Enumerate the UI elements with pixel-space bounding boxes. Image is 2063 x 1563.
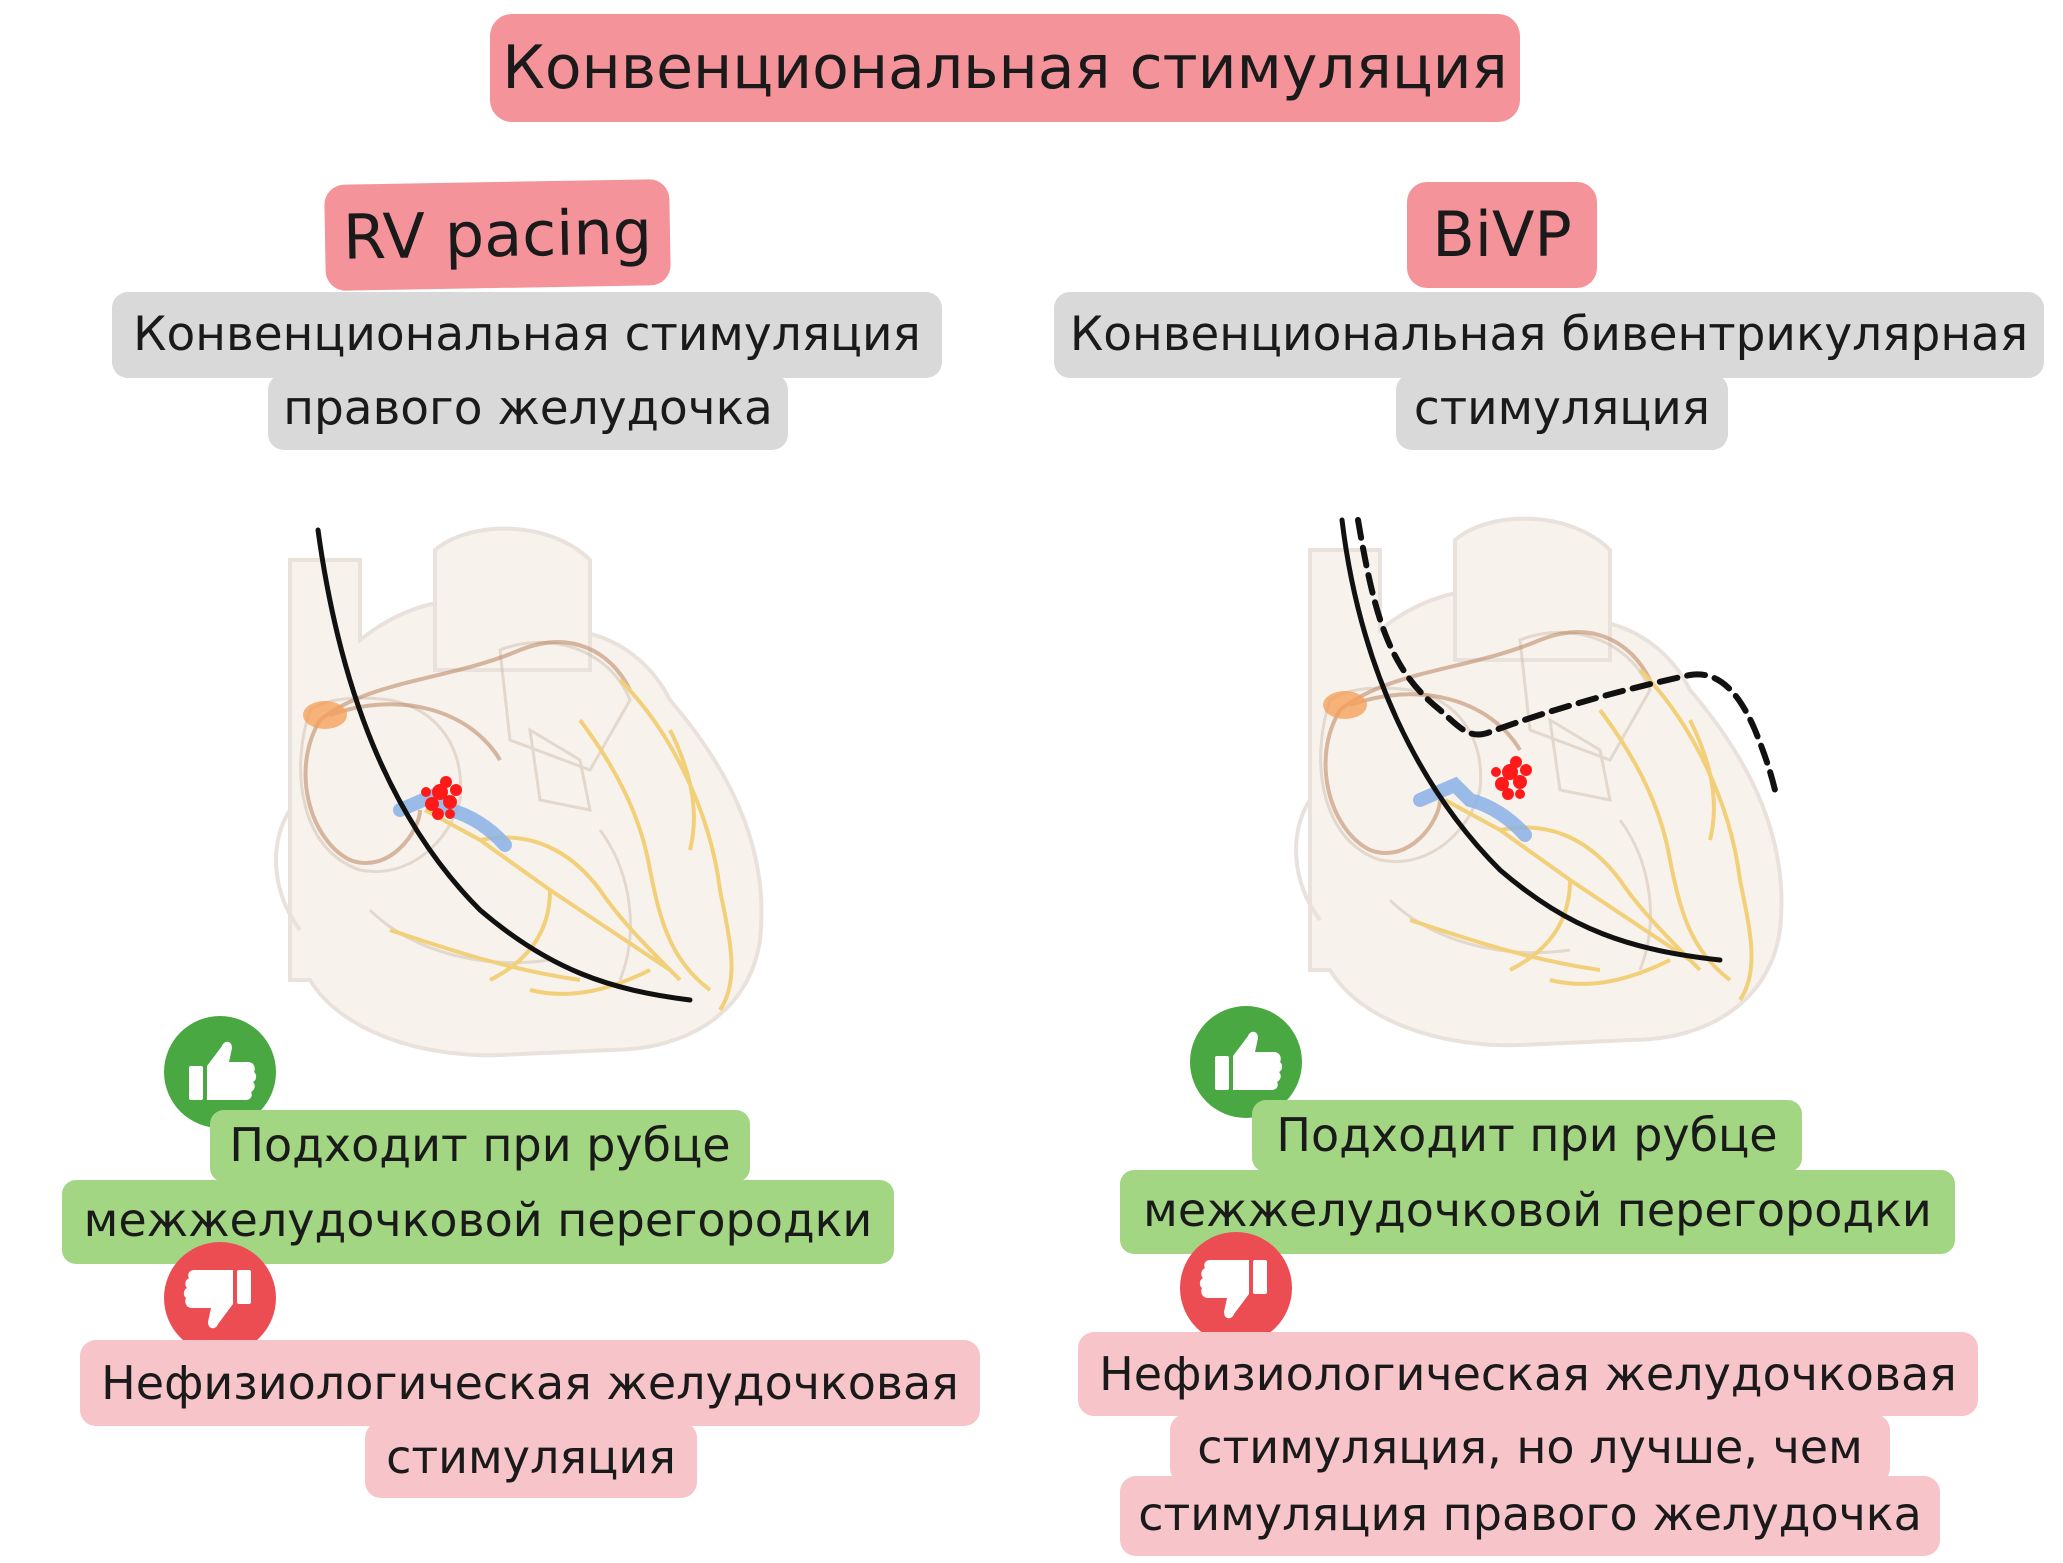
thumbs-up-badge-rv	[164, 1016, 276, 1128]
thumbs-down-icon	[1199, 1260, 1267, 1319]
sa-node	[303, 701, 347, 729]
sa-node	[1323, 691, 1367, 719]
thumbs-up-badge-bivp	[1190, 1006, 1302, 1118]
av-node-cluster	[421, 776, 462, 820]
thumbs-down-badge-bivp	[1180, 1232, 1292, 1344]
rv-con-line-2: стимуляция	[365, 1422, 697, 1498]
rv-con-line-1: Нефизиологическая желудочковая	[80, 1340, 980, 1426]
his-bundle	[1413, 776, 1532, 842]
rv-pro-line-1: Подходит при рубце	[210, 1110, 750, 1182]
av-node-cluster	[1491, 756, 1532, 800]
heart-diagram-rv-pacing	[274, 526, 764, 1058]
thumbs-up-icon	[189, 1041, 257, 1100]
purkinje-fibers	[1409, 668, 1754, 1002]
bivp-con-line-3: стимуляция правого желудочка	[1120, 1476, 1940, 1556]
heart-outline	[274, 526, 764, 1058]
bivp-description-line-2: стимуляция	[1396, 374, 1728, 450]
rv-pacing-lead	[1339, 517, 1723, 963]
bivp-description-line-1: Конвенциональная бивентрикулярная	[1054, 292, 2044, 378]
heart-chambers	[1319, 630, 1652, 971]
thumbs-down-badge-rv	[164, 1242, 276, 1354]
heart-diagram-bivp	[1294, 516, 1784, 1048]
rv-pacing-heading: RV pacing	[324, 178, 671, 292]
bivp-con-line-2: стимуляция, но лучше, чем	[1170, 1414, 1890, 1484]
bivp-con-line-1: Нефизиологическая желудочковая	[1078, 1332, 1978, 1416]
thumbs-up-icon	[1215, 1031, 1283, 1090]
pacing-lead	[315, 527, 693, 1003]
bivp-pro-line-1: Подходит при рубце	[1252, 1100, 1802, 1172]
rv-description-line-2: правого желудочка	[268, 374, 788, 450]
conduction-paths	[1323, 630, 1652, 855]
conduction-paths	[303, 640, 632, 865]
purkinje-fibers	[389, 678, 734, 1012]
main-title: Конвенциональная стимуляция	[490, 14, 1520, 122]
bivp-heading: BiVP	[1407, 182, 1597, 288]
heart-outline	[1294, 516, 1784, 1048]
thumbs-down-icon	[183, 1270, 251, 1329]
rv-pro-line-2: межжелудочковой перегородки	[62, 1180, 894, 1264]
rv-description-line-1: Конвенциональная стимуляция	[112, 292, 942, 378]
lv-pacing-lead-dashed	[1355, 517, 1778, 793]
